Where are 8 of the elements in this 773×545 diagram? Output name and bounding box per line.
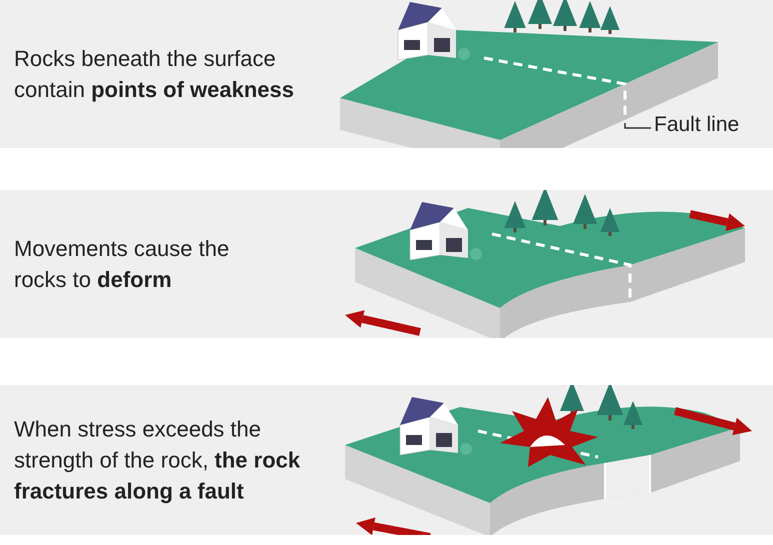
description-text: Movements cause the rocks to deform	[14, 235, 230, 294]
panel	[0, 0, 773, 148]
description-text: Rocks beneath the surface contain points of weakness	[14, 45, 296, 104]
callout-label: Fault line	[654, 114, 740, 135]
leader-line	[624, 123, 651, 129]
panel	[0, 190, 773, 338]
description-text: When stress exceeds the strength of the rock, the rock fractures along a fault	[14, 416, 302, 506]
panel	[0, 385, 773, 535]
